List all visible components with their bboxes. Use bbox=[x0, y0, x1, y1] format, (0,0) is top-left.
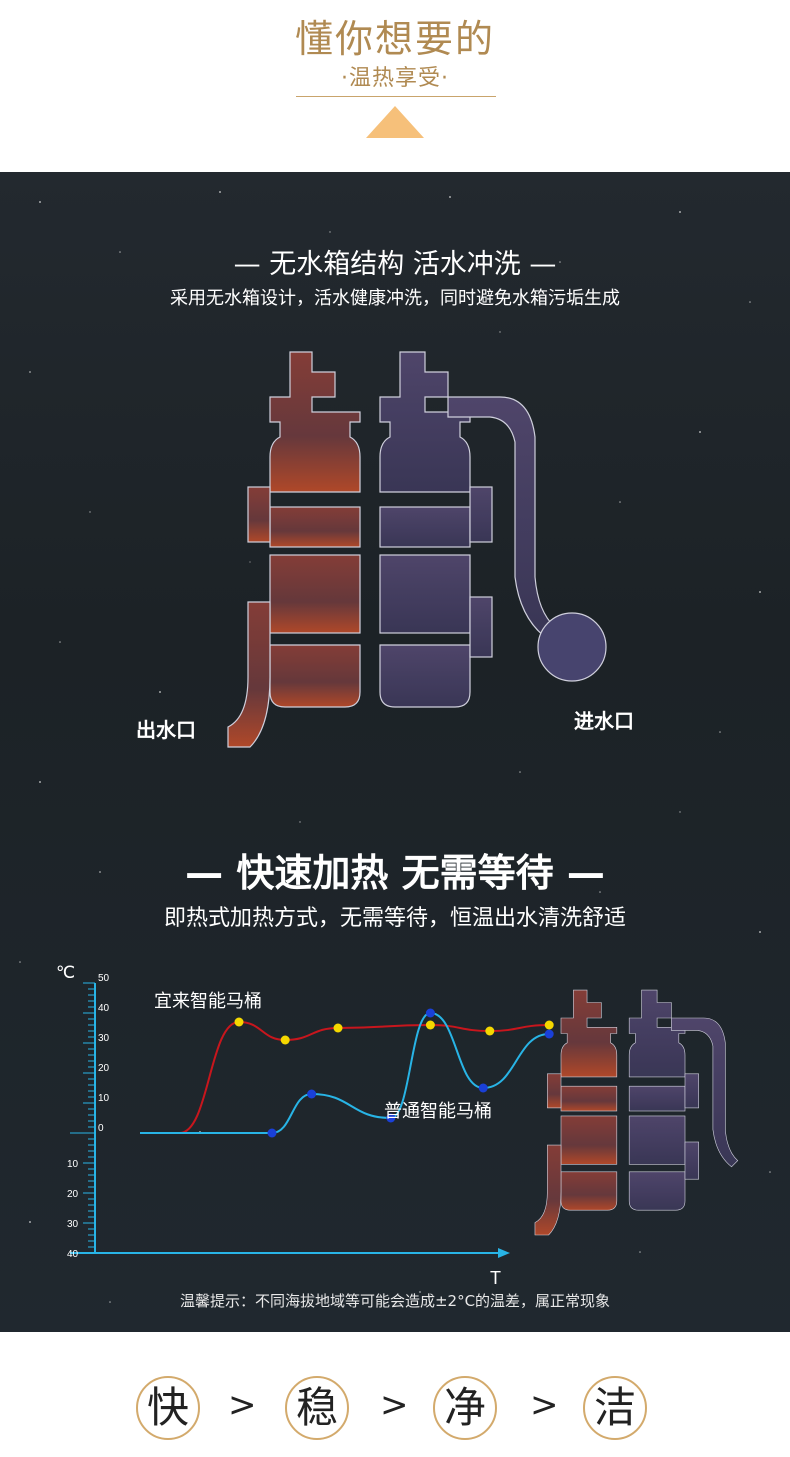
page-title: 懂你想要的 bbox=[294, 17, 495, 61]
y-tick-label: 40 bbox=[98, 1003, 110, 1014]
series-1-point bbox=[544, 1020, 554, 1030]
header: 懂你想要的 ·温热享受· bbox=[0, 0, 790, 172]
heater-diagram bbox=[227, 351, 607, 748]
tip-text: 温馨提示：不同海拔地域等可能会造成±2°C的温差，属正常现象 bbox=[179, 1292, 611, 1310]
step-clean: 净 bbox=[433, 1376, 497, 1440]
feature-panel: — 无水箱结构 活水冲洗 — 采用无水箱设计，活水健康冲洗，同时避免水箱污垢生成 bbox=[0, 172, 790, 1332]
y-tick-label: 0 bbox=[98, 1123, 104, 1134]
section1-desc: 采用无水箱设计，活水健康冲洗，同时避免水箱污垢生成 bbox=[170, 288, 620, 309]
y-unit-label: ℃ bbox=[56, 963, 75, 982]
divider bbox=[296, 96, 496, 97]
section2-title: — 快速加热 无需等待 — bbox=[185, 851, 605, 895]
series-1-point bbox=[333, 1023, 343, 1033]
footer bbox=[0, 1332, 790, 1457]
outlet-label: 出水口 bbox=[136, 718, 196, 742]
inlet-label: 进水口 bbox=[574, 709, 634, 733]
series-2-point bbox=[425, 1008, 435, 1018]
y-tick-label: 40 bbox=[67, 1249, 79, 1260]
step-pure: 洁 bbox=[583, 1376, 647, 1440]
temperature-chart: ℃ T 50 40 30 20 10 0 10 20 30 40 bbox=[56, 963, 554, 1288]
step-stable: 稳 bbox=[285, 1376, 349, 1440]
y-tick-label: 50 bbox=[98, 973, 110, 984]
series-2-point bbox=[544, 1029, 554, 1039]
y-tick-label: 30 bbox=[98, 1033, 110, 1044]
section1-title: — 无水箱结构 活水冲洗 — bbox=[233, 249, 557, 280]
x-axis-arrow bbox=[498, 1248, 510, 1258]
series-2-point bbox=[307, 1089, 317, 1099]
series-1-point bbox=[485, 1026, 495, 1036]
starfield bbox=[19, 191, 771, 1303]
step-arrow: > bbox=[228, 1385, 257, 1425]
series-1-point bbox=[234, 1017, 244, 1027]
series-line-1 bbox=[179, 1020, 550, 1134]
y-tick-label: 20 bbox=[98, 1063, 110, 1074]
legend-series-2: 普通智能马桶 bbox=[384, 1101, 492, 1122]
legend-series-1: 宜来智能马桶 bbox=[154, 991, 262, 1012]
step-arrow: > bbox=[380, 1385, 409, 1425]
y-tick-label: 20 bbox=[67, 1189, 79, 1200]
series-2-point bbox=[478, 1083, 488, 1093]
x-axis-label: T bbox=[490, 1268, 501, 1288]
step-fast: 快 bbox=[136, 1376, 200, 1440]
triangle-icon bbox=[366, 106, 424, 138]
series-2-point bbox=[267, 1128, 277, 1138]
page-subtitle: ·温热享受· bbox=[341, 66, 449, 91]
heater-diagram-small bbox=[534, 989, 739, 1236]
y-tick-label: 10 bbox=[67, 1159, 79, 1170]
series-1-point bbox=[280, 1035, 290, 1045]
y-tick-label: 10 bbox=[98, 1093, 110, 1104]
series-2-point bbox=[386, 1113, 396, 1123]
y-tick-label: 30 bbox=[67, 1219, 79, 1230]
step-arrow: > bbox=[530, 1385, 559, 1425]
series-1-point bbox=[425, 1020, 435, 1030]
section2-desc: 即热式加热方式，无需等待，恒温出水清洗舒适 bbox=[163, 906, 626, 931]
